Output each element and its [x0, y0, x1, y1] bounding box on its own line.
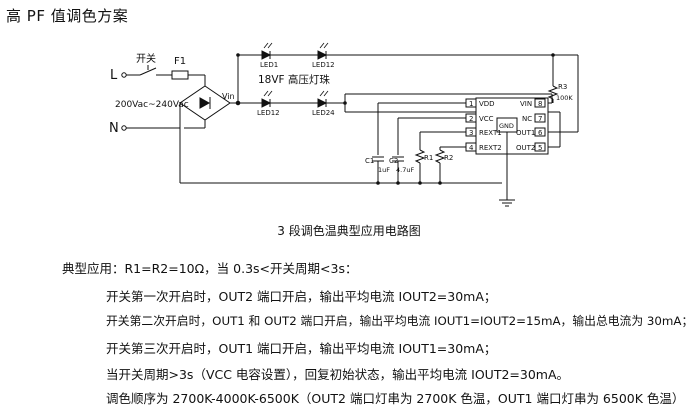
voltage-label: 200Vac~240Vac: [115, 100, 189, 110]
chip-gnd-label: GND: [499, 122, 514, 130]
led-label-2: LED12: [312, 61, 335, 69]
chip-pin-name-vin: VIN: [520, 100, 532, 108]
chip-pin-num-8: 8: [538, 100, 542, 108]
switch-label: 开关: [136, 52, 156, 65]
circuit-diagram: 开关 F1 L N 200Vac~240Vac Vin LED1 LED12 L…: [109, 42, 579, 207]
c1-value: 1uF: [378, 166, 390, 174]
r3-label: R3: [558, 83, 567, 91]
input-n-label: N: [109, 121, 119, 136]
typical-application-heading: 典型应用：R1=R2=10Ω，当 0.3s<开关周期<3s：: [62, 261, 358, 276]
r1-label: R1: [424, 154, 433, 162]
chip-pin-name-vcc: VCC: [479, 115, 494, 123]
diagram-caption: 3 段调色温典型应用电路图: [277, 224, 421, 238]
vin-label: Vin: [222, 92, 235, 101]
led-group-label: 18VF 高压灯珠: [258, 73, 330, 86]
chip-pin-name-vdd: VDD: [479, 100, 495, 108]
description-line-1: 开关第一次开启时，OUT2 端口开启，输出平均电流 IOUT2=30mA；: [106, 289, 497, 304]
chip-pin-name-rext2: REXT2: [479, 144, 502, 152]
c2-value: 4.7uF: [396, 166, 414, 174]
chip-pin-name-out2: OUT2: [516, 144, 535, 152]
description-line-3: 开关第三次开启时，OUT1 端口开启，输出平均电流 IOUT1=30mA；: [106, 341, 497, 356]
led-label-1: LED1: [260, 61, 278, 69]
description-line-2: 开关第二次开启时，OUT1 和 OUT2 端口开启，输出平均电流 IOUT1=I…: [106, 314, 694, 328]
led-label-3: LED12: [257, 109, 280, 117]
led-label-4: LED24: [312, 109, 335, 117]
chip-pin-name-out1: OUT1: [516, 129, 535, 137]
chip-pin-num-6: 6: [538, 129, 543, 137]
chip-pin-num-2: 2: [469, 115, 473, 123]
description-line-4: 当开关周期>3s（VCC 电容设置），回复初始状态，输出平均电流 IOUT2=3…: [106, 367, 570, 382]
chip-pin-num-7: 7: [538, 115, 542, 123]
c2-label: C2: [389, 157, 398, 165]
page-title: 高 PF 值调色方案: [6, 7, 129, 25]
chip-pin-num-5: 5: [538, 144, 542, 152]
chip-pin-name-nc: NC: [522, 115, 532, 123]
r2-label: R2: [444, 154, 453, 162]
input-l-label: L: [110, 68, 118, 83]
chip-pin-num-3: 3: [469, 129, 473, 137]
chip-pin-num-4: 4: [469, 144, 474, 152]
description-line-5: 调色顺序为 2700K-4000K-6500K（OUT2 端口灯串为 2700K…: [106, 391, 685, 406]
c1-label: C1: [365, 157, 374, 165]
fuse-label: F1: [174, 56, 186, 67]
r3-value: 100K: [556, 94, 573, 102]
chip-pin-num-1: 1: [469, 100, 473, 108]
chip-pin-name-rext1: REXT1: [479, 129, 502, 137]
